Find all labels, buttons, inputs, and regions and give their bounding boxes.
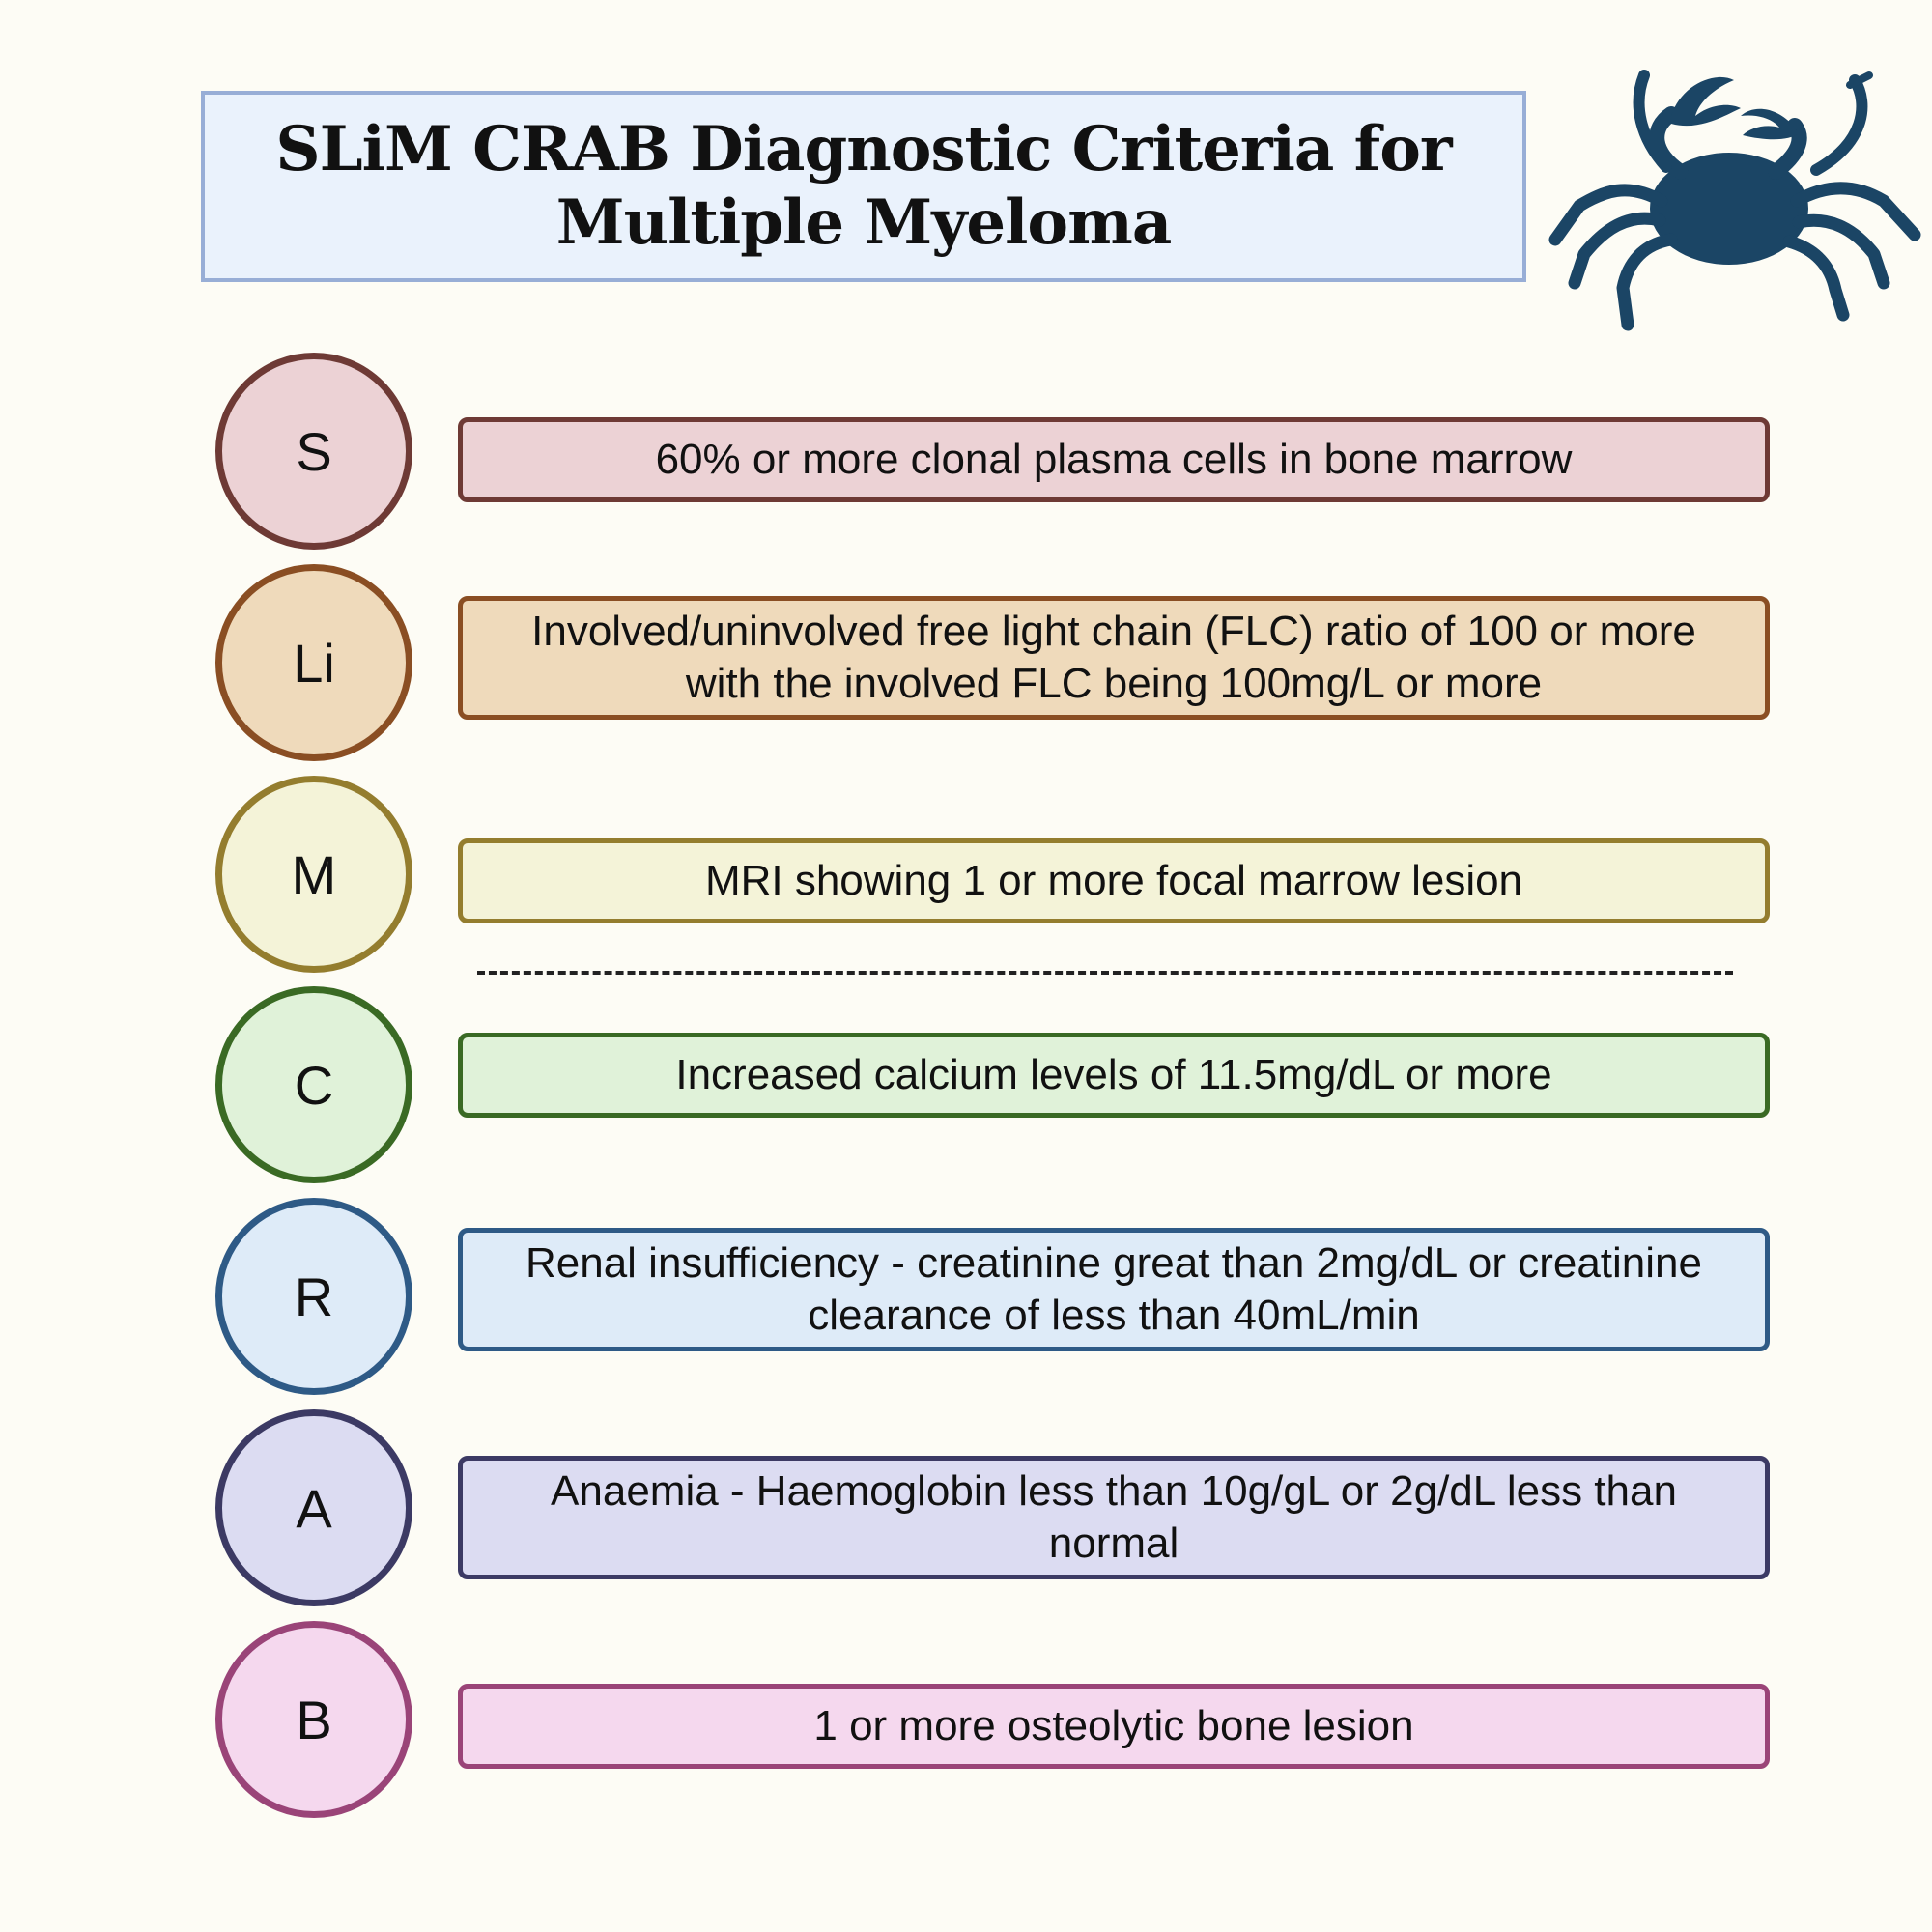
criterion-description-box: Involved/uninvolved free light chain (FL…: [458, 596, 1770, 720]
criterion-letter-circle: M: [215, 776, 412, 973]
section-divider: [477, 971, 1733, 975]
criterion-description-box: Renal insufficiency - creatinine great t…: [458, 1228, 1770, 1351]
criterion-description-box: 1 or more osteolytic bone lesion: [458, 1684, 1770, 1769]
criterion-description-box: MRI showing 1 or more focal marrow lesio…: [458, 838, 1770, 923]
criterion-letter-circle: A: [215, 1409, 412, 1606]
page-title: SLiM CRAB Diagnostic Criteria for Multip…: [275, 113, 1452, 259]
criterion-letter-circle: R: [215, 1198, 412, 1395]
criterion-letter-circle: B: [215, 1621, 412, 1818]
criterion-description-box: 60% or more clonal plasma cells in bone …: [458, 417, 1770, 502]
criterion-letter-circle: S: [215, 353, 412, 550]
criterion-description-box: Increased calcium levels of 11.5mg/dL or…: [458, 1033, 1770, 1118]
criterion-description-box: Anaemia - Haemoglobin less than 10g/gL o…: [458, 1456, 1770, 1579]
criterion-letter-circle: C: [215, 986, 412, 1183]
criterion-letter-circle: Li: [215, 564, 412, 761]
crab-icon: [1548, 70, 1921, 331]
title-box: SLiM CRAB Diagnostic Criteria for Multip…: [201, 91, 1526, 282]
